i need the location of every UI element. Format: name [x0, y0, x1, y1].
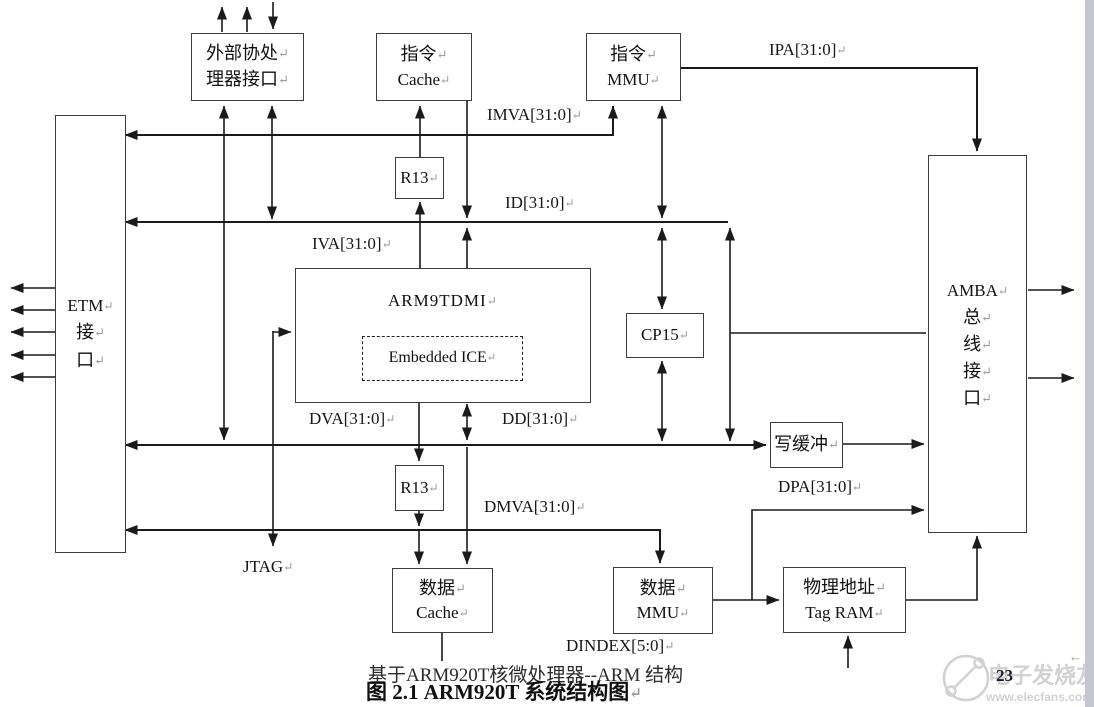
instruction-cache-box: 指令↵ Cache↵: [376, 33, 472, 101]
figure-caption: 图 2.1 ARM920T 系统结构图↵: [366, 680, 642, 704]
box-label-line: AMBA↵: [946, 281, 1009, 300]
box-label-line: 数据↵: [419, 577, 466, 598]
data-mmu-box: 数据↵ MMU↵: [613, 567, 713, 634]
r13-upper-box: R13↵: [395, 157, 444, 199]
write-buffer-box: 写缓冲↵: [770, 422, 843, 468]
iva-bus-label: IVA[31:0]↵: [312, 234, 392, 253]
box-label-line: 理器接口↵: [206, 69, 289, 89]
page-edge-strip: [1085, 0, 1094, 707]
imva-bus: [124, 105, 618, 140]
dpa-bus-label: DPA[31:0]↵: [778, 477, 863, 496]
box-label-line: Cache↵: [397, 69, 451, 89]
tagram-to-amba: [906, 535, 982, 601]
box-label-line: 数据↵: [639, 577, 687, 598]
watermark-brand: 电子发烧友: [988, 663, 1094, 688]
cp15-box: CP15↵: [626, 313, 704, 358]
box-label-line: ETM↵: [67, 295, 114, 315]
box-label-line: 口↵: [963, 387, 992, 408]
instruction-mmu-box: 指令↵ MMU↵: [586, 33, 681, 101]
box-label-line: Embedded ICE↵: [388, 349, 497, 367]
amba-bus-interface-box: AMBA↵ 总↵ 线↵ 接↵ 口↵: [928, 155, 1027, 533]
imva-bus-label: IMVA[31:0]↵: [487, 105, 582, 124]
box-label-line: 总↵: [963, 306, 992, 327]
embedded-ice-box: Embedded ICE↵: [362, 336, 523, 381]
dva-bus-label: DVA[31:0]↵: [309, 409, 396, 428]
box-label-line: 接↵: [963, 360, 992, 381]
dpa-line: [751, 505, 925, 600]
dd-bus-label: DD[31:0]↵: [502, 409, 579, 428]
box-label-line: 线↵: [963, 333, 992, 354]
box-label-line: MMU↵: [607, 69, 660, 89]
header-overlay-text: 基于ARM920T核微处理器--ARM 结构: [368, 665, 684, 686]
dindex-bus-label: DINDEX[5:0]↵: [566, 636, 675, 655]
dmva-bus-label: DMVA[31:0]↵: [484, 497, 586, 516]
paragraph-mark: ←: [1069, 649, 1082, 664]
box-label-line: 指令↵: [400, 44, 448, 65]
data-cache-box: 数据↵ Cache↵: [392, 568, 493, 633]
box-label-line: MMU↵: [636, 603, 690, 623]
ipa-line: [681, 67, 982, 152]
external-coprocessor-interface-box: 外部协处↵ 理器接口↵: [191, 33, 304, 101]
box-label-line: 口↵: [76, 350, 105, 371]
etm-interface-box: ETM↵ 接↵ 口↵: [55, 115, 126, 553]
arm9tdmi-label: ARM9TDMI↵: [388, 291, 498, 310]
jtag-label: JTAG↵: [243, 557, 294, 576]
box-label-line: Cache↵: [416, 603, 469, 623]
page-number: 23: [996, 666, 1013, 685]
box-label-line: R13↵: [400, 167, 439, 187]
box-label-line: 接↵: [76, 322, 105, 343]
box-label-line: 物理地址↵: [803, 577, 886, 598]
box-label-line: Tag RAM↵: [805, 602, 884, 622]
r13-lower-box: R13↵: [395, 465, 444, 511]
physical-address-tag-ram-box: 物理地址↵ Tag RAM↵: [783, 567, 906, 633]
elecfans-logo-icon: [942, 654, 990, 702]
box-label-line: 指令↵: [610, 44, 657, 65]
box-label-line: CP15↵: [640, 325, 690, 345]
box-label-line: 外部协处↵: [206, 43, 289, 64]
box-label-line: R13↵: [400, 477, 439, 497]
dmva-bus: [124, 525, 665, 564]
id-bus-label: ID[31:0]↵: [505, 193, 575, 212]
box-label-line: 写缓冲↵: [774, 434, 839, 455]
ipa-bus-label: IPA[31:0]↵: [769, 40, 847, 59]
arm9tdmi-core-box: ARM9TDMI↵ Embedded ICE↵: [295, 268, 591, 403]
watermark-url: www.elecfans.com: [986, 690, 1093, 704]
